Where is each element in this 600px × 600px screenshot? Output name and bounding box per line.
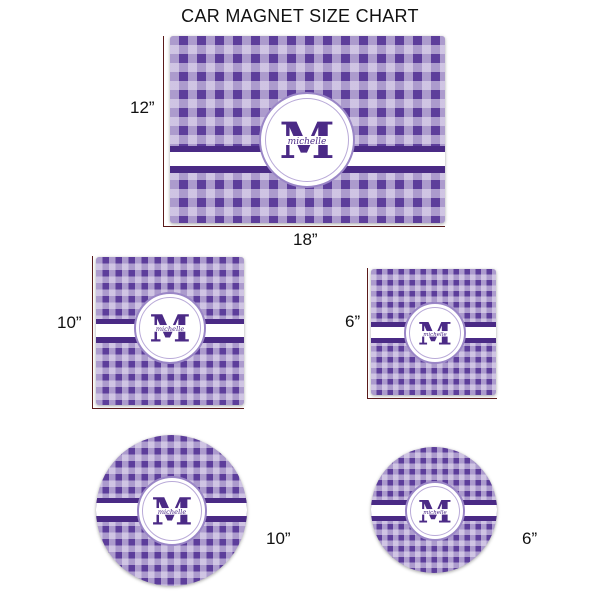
monogram-seal: M michelle bbox=[405, 481, 465, 541]
magnet-circle-10[interactable]: M michelle bbox=[96, 435, 247, 586]
monogram-seal: M michelle bbox=[134, 292, 206, 364]
monogram-graphic: M michelle bbox=[151, 492, 192, 530]
size-label-square-10: 10” bbox=[57, 313, 82, 332]
height-label-large: 12” bbox=[130, 98, 155, 117]
magnet-circle-6[interactable]: M michelle bbox=[371, 447, 497, 573]
magnet-square-10[interactable]: M michelle bbox=[96, 257, 244, 405]
monogram-seal: M michelle bbox=[259, 92, 355, 188]
width-ruler-square-6 bbox=[367, 398, 497, 399]
width-ruler-square-10 bbox=[92, 408, 244, 409]
size-label-circle-10: 10” bbox=[266, 529, 291, 548]
monogram-name: michelle bbox=[423, 331, 447, 337]
monogram-graphic: M michelle bbox=[279, 115, 334, 165]
monogram-name: michelle bbox=[288, 137, 327, 147]
monogram-name: michelle bbox=[156, 325, 185, 333]
monogram-seal: M michelle bbox=[137, 476, 207, 546]
magnet-rectangle-18x12[interactable]: M michelle bbox=[170, 36, 445, 223]
magnet-square-6[interactable]: M michelle bbox=[371, 269, 496, 395]
monogram-name: michelle bbox=[158, 508, 187, 516]
monogram-seal: M michelle bbox=[404, 302, 466, 364]
width-ruler-large bbox=[163, 226, 445, 227]
size-label-square-6: 6” bbox=[345, 312, 361, 331]
height-ruler-square-10 bbox=[92, 256, 93, 408]
page-title: CAR MAGNET SIZE CHART bbox=[181, 6, 419, 26]
height-ruler-square-6 bbox=[367, 268, 368, 398]
monogram-name: michelle bbox=[423, 509, 447, 515]
width-label-large: 18” bbox=[293, 230, 318, 249]
monogram-graphic: M michelle bbox=[149, 309, 190, 347]
height-ruler-large bbox=[163, 36, 164, 226]
monogram-graphic: M michelle bbox=[418, 496, 452, 527]
monogram-graphic: M michelle bbox=[418, 318, 452, 349]
size-label-circle-6: 6” bbox=[522, 529, 538, 548]
